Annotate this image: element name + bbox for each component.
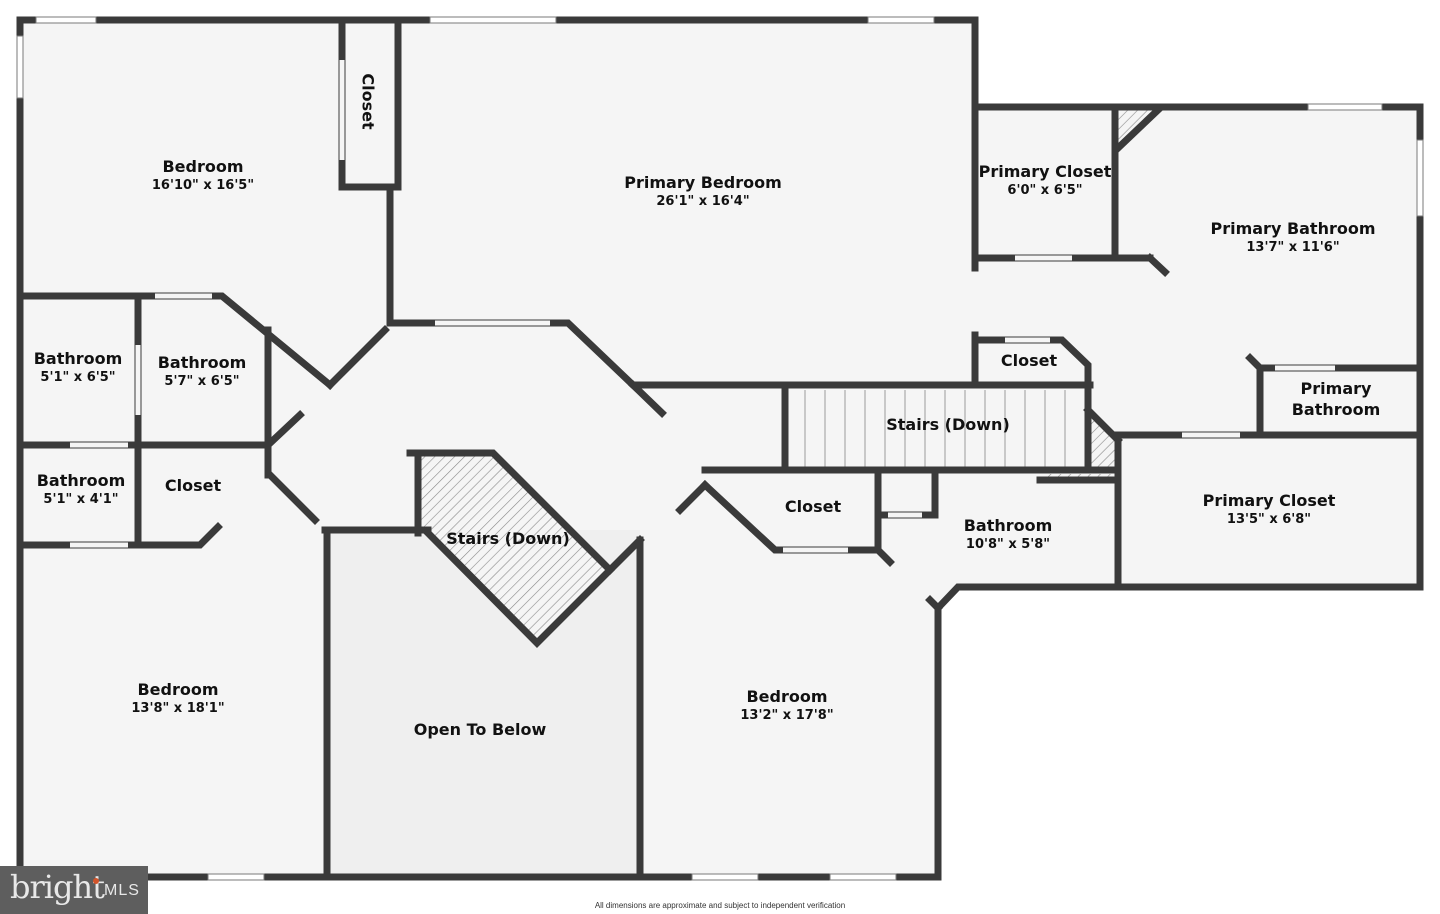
room-label-bathroom-2: Bathroom 5'7" x 6'5" bbox=[157, 353, 247, 390]
room-dimensions: 5'1" x 6'5" bbox=[40, 370, 116, 386]
room-dimensions: 13'2" x 17'8" bbox=[740, 708, 834, 724]
room-dimensions: 13'8" x 18'1" bbox=[131, 701, 225, 717]
stair-treads bbox=[784, 390, 1066, 468]
room-dimensions: 16'10" x 16'5" bbox=[151, 178, 255, 194]
room-name: Bathroom bbox=[33, 349, 123, 368]
room-name: Closet bbox=[1000, 351, 1058, 370]
stairs-hatch bbox=[418, 453, 607, 640]
room-name: Bedroom bbox=[137, 680, 219, 699]
room-dimensions: 5'7" x 6'5" bbox=[164, 374, 240, 390]
room-name: Bathroom bbox=[36, 471, 126, 490]
room-name: Bedroom bbox=[162, 157, 244, 176]
room-dimensions: 13'5" x 6'8" bbox=[1226, 512, 1312, 528]
room-label-primary-bathroom-2: Primary Bathroom bbox=[1291, 379, 1381, 420]
disclaimer: All dimensions are approximate and subje… bbox=[594, 901, 846, 910]
room-label-bedroom-1: Bedroom 16'10" x 16'5" bbox=[151, 157, 255, 194]
room-label-primary-bedroom: Primary Bedroom 26'1" x 16'4" bbox=[624, 173, 782, 210]
room-name-line-2: Bathroom bbox=[1291, 400, 1381, 420]
room-dimensions: 5'1" x 4'1" bbox=[43, 492, 119, 508]
room-label-primary-closet-2: Primary Closet 13'5" x 6'8" bbox=[1202, 491, 1336, 528]
room-label-closet-1: Closet bbox=[358, 73, 378, 130]
walls bbox=[16, 16, 1424, 881]
room-label-bathroom-3: Bathroom 5'1" x 4'1" bbox=[36, 471, 126, 508]
logo-suffix: MLS bbox=[104, 882, 140, 899]
room-name: Closet bbox=[784, 497, 842, 516]
room-name: Stairs (Down) bbox=[446, 529, 570, 548]
room-label-closet-4: Closet bbox=[784, 497, 842, 516]
room-name: Bathroom bbox=[963, 516, 1053, 535]
room-label-primary-bathroom-1: Primary Bathroom 13'7" x 11'6" bbox=[1210, 219, 1376, 256]
room-label-primary-closet-1: Primary Closet 6'0" x 6'5" bbox=[978, 162, 1112, 199]
room-label-closet-2: Closet bbox=[1000, 351, 1058, 370]
room-name: Primary Closet bbox=[978, 162, 1112, 181]
bright-mls-logo: bright MLS bbox=[0, 866, 148, 914]
room-label-bathroom-1: Bathroom 5'1" x 6'5" bbox=[33, 349, 123, 386]
windows bbox=[16, 16, 1424, 881]
room-name: Closet bbox=[164, 476, 222, 495]
room-label-bathroom-4: Bathroom 10'8" x 5'8" bbox=[963, 516, 1053, 553]
room-name-line-1: Primary bbox=[1300, 379, 1372, 398]
room-name: Primary Bathroom bbox=[1210, 219, 1376, 238]
room-label-open-to-below: Open To Below bbox=[413, 720, 547, 739]
room-label-bedroom-2: Bedroom 13'8" x 18'1" bbox=[131, 680, 225, 717]
room-label-stairs-2: Stairs (Down) bbox=[446, 529, 570, 548]
room-name: Primary Closet bbox=[1202, 491, 1336, 510]
room-label-closet-3: Closet bbox=[164, 476, 222, 495]
room-name: Stairs (Down) bbox=[886, 415, 1010, 434]
room-name: Bedroom bbox=[746, 687, 828, 706]
room-name: Primary Bedroom bbox=[624, 173, 782, 192]
room-dimensions: 10'8" x 5'8" bbox=[965, 537, 1051, 553]
room-name: Bathroom bbox=[157, 353, 247, 372]
logo-accent-icon bbox=[93, 878, 99, 884]
logo-brand: bright bbox=[10, 868, 105, 906]
room-dimensions: 6'0" x 6'5" bbox=[1007, 183, 1083, 199]
room-label-bedroom-3: Bedroom 13'2" x 17'8" bbox=[740, 687, 834, 724]
room-label-stairs-1: Stairs (Down) bbox=[886, 415, 1010, 434]
hatch-small-2 bbox=[1090, 410, 1115, 468]
room-dimensions: 26'1" x 16'4" bbox=[656, 194, 750, 210]
room-name: Open To Below bbox=[413, 720, 547, 739]
room-dimensions: 13'7" x 11'6" bbox=[1246, 240, 1340, 256]
openings bbox=[70, 60, 1335, 553]
